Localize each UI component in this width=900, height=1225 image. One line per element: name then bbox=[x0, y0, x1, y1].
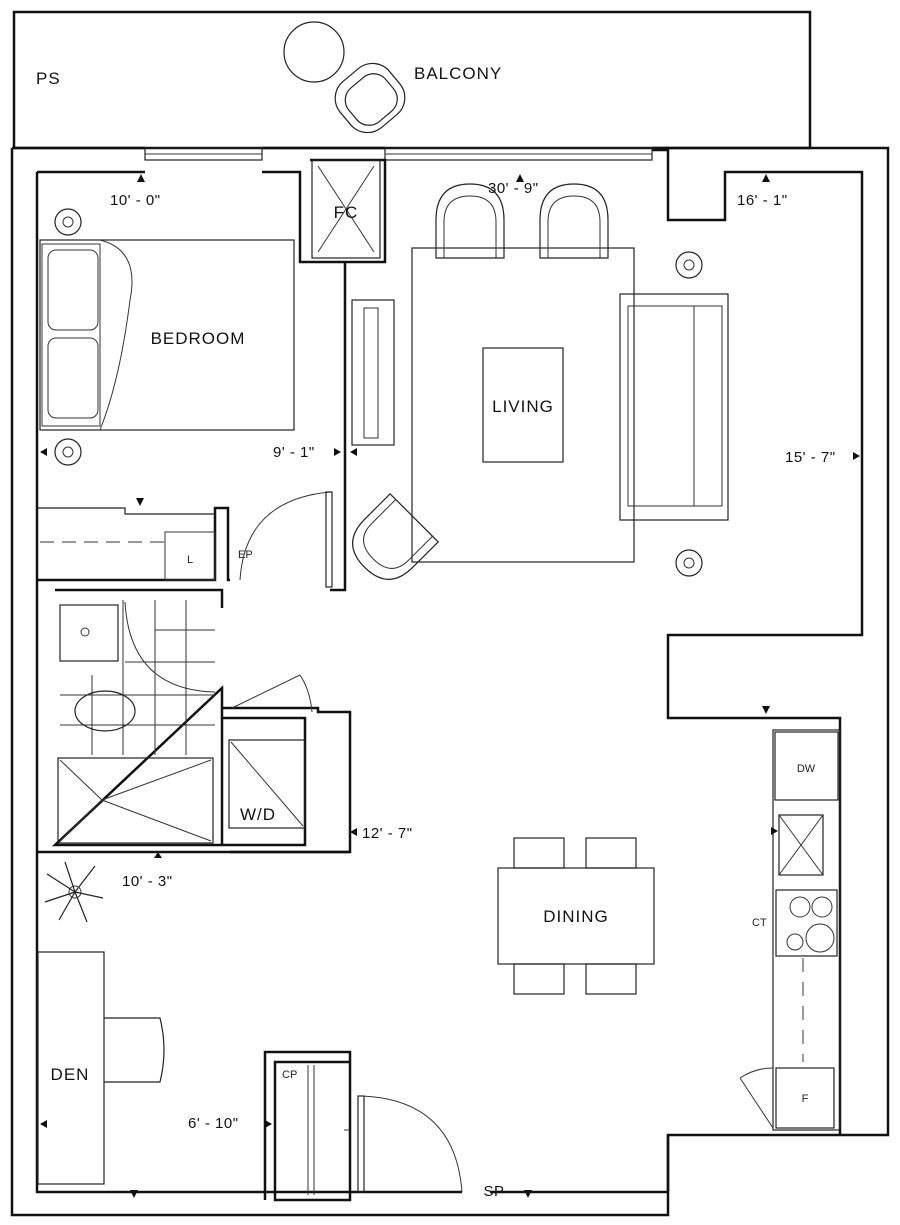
label-sp: SP bbox=[483, 1183, 504, 1200]
sofa bbox=[619, 293, 729, 521]
laundry-door[interactable] bbox=[231, 674, 313, 713]
dim-overall-width: 30' - 9" bbox=[488, 180, 539, 197]
kitchen-counter bbox=[772, 729, 841, 1131]
bathroom-tiles bbox=[60, 600, 215, 755]
dim-den-depth: 6' - 10" bbox=[188, 1115, 239, 1132]
label-l: L bbox=[187, 554, 193, 566]
dim-bath-depth: 12' - 7" bbox=[362, 825, 413, 842]
plant-icon bbox=[44, 861, 104, 923]
balcony-table bbox=[283, 21, 345, 83]
exterior-wall bbox=[10, 146, 890, 1217]
label-fc: FC bbox=[334, 203, 359, 222]
dim-bedroom-width: 10' - 0" bbox=[110, 192, 161, 209]
windows bbox=[144, 147, 653, 161]
label-ct: CT bbox=[752, 917, 767, 929]
label-dw: DW bbox=[797, 763, 816, 775]
entry-door[interactable] bbox=[357, 1095, 365, 1193]
dining-table bbox=[497, 867, 655, 965]
kitchen-sink bbox=[778, 814, 824, 876]
toilet bbox=[74, 690, 136, 732]
dim-den-width: 10' - 3" bbox=[122, 873, 173, 890]
label-ep: EP bbox=[238, 549, 253, 561]
sink bbox=[59, 604, 119, 662]
label-bedroom: BEDROOM bbox=[151, 329, 246, 348]
desk-chair bbox=[104, 1017, 165, 1083]
entry-door-swing[interactable] bbox=[361, 1095, 463, 1193]
shower bbox=[57, 757, 214, 844]
bedroom-closet bbox=[37, 507, 216, 581]
bedroom-walls bbox=[37, 158, 387, 592]
label-cp: CP bbox=[282, 1069, 297, 1081]
bedroom-door-swing[interactable] bbox=[239, 491, 331, 581]
label-dining: DINING bbox=[543, 907, 609, 926]
dim-living-depth: 15' - 7" bbox=[785, 449, 836, 466]
dim-bedroom-depth: 9' - 1" bbox=[273, 444, 315, 461]
washer-dryer bbox=[228, 739, 306, 829]
fridge bbox=[775, 1067, 835, 1129]
living-rug bbox=[411, 247, 635, 563]
cp-closet bbox=[263, 1050, 352, 1202]
label-balcony: BALCONY bbox=[414, 64, 502, 83]
desk bbox=[37, 951, 105, 1185]
label-wd: W/D bbox=[240, 805, 276, 824]
coffee-table bbox=[482, 347, 564, 463]
dishwasher bbox=[774, 731, 839, 801]
armchair bbox=[435, 183, 609, 259]
bathroom-door-swing[interactable] bbox=[124, 601, 216, 693]
armchair bbox=[352, 492, 440, 580]
bedroom-door[interactable] bbox=[325, 491, 333, 588]
cooktop bbox=[775, 889, 838, 957]
tv-console bbox=[351, 299, 395, 446]
label-den: DEN bbox=[51, 1065, 90, 1084]
bathroom-walls bbox=[51, 588, 352, 854]
bed bbox=[39, 239, 295, 431]
dim-living-notch: 16' - 1" bbox=[737, 192, 788, 209]
label-ps: PS bbox=[36, 69, 61, 88]
balcony-chair bbox=[334, 62, 406, 134]
dimension-arrows bbox=[40, 174, 860, 1198]
interior-wall-line bbox=[35, 148, 864, 1194]
fc-closet bbox=[311, 159, 381, 259]
label-f: F bbox=[802, 1093, 809, 1105]
balcony-outline bbox=[12, 10, 812, 150]
downlight-icons bbox=[54, 208, 703, 577]
dining-chairs bbox=[513, 837, 637, 995]
label-living: LIVING bbox=[492, 397, 554, 416]
